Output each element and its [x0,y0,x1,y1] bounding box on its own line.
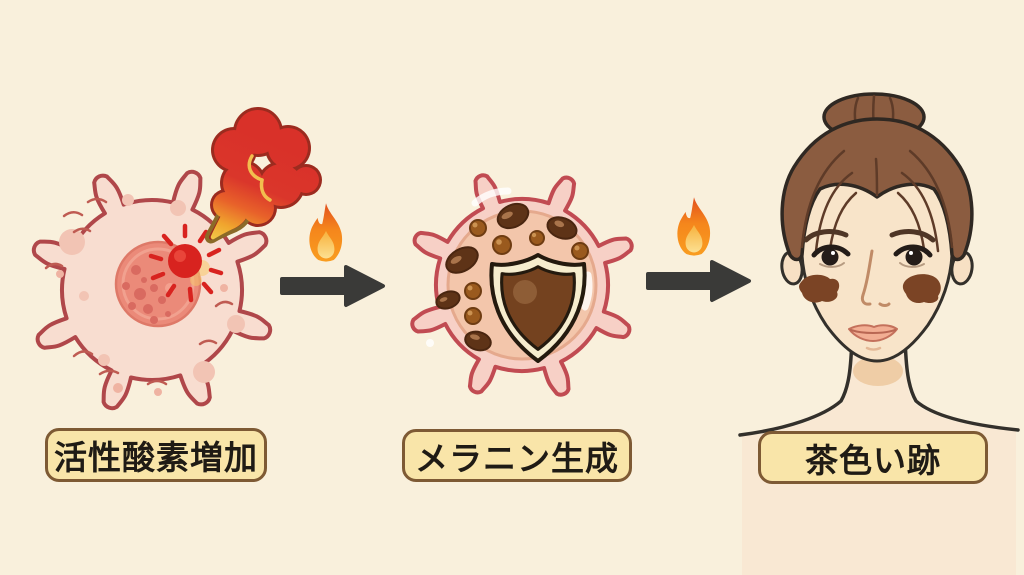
hair [780,92,974,262]
cytoplasm-texture [44,194,245,396]
facial-features [803,229,936,351]
red-smoke-cloud-icon [204,107,322,244]
step-label-reactive-oxygen: 活性酸素増加 [45,428,267,482]
mouth [848,324,898,351]
melanin-cell-illustration [410,173,634,397]
nose [860,249,891,307]
reactive-oxygen-burst-icon [148,223,224,303]
step-label-text: 活性酸素増加 [54,439,258,476]
flame-icon [671,193,717,266]
step-label-brown-marks: 茶色い跡 [758,431,988,484]
woman-face-illustration [738,92,1020,575]
cell-highlights [471,187,593,311]
arrow-right-icon [280,263,386,309]
melanin-granules [435,202,589,352]
flame-icon [303,199,349,272]
eyebrows [803,229,936,243]
step-label-text: 茶色い跡 [805,441,941,479]
eyes [811,244,933,268]
shield-icon [489,253,587,363]
step-label-text: メラニン生成 [415,439,619,477]
cheek-spots [799,274,941,304]
step-label-melanin: メラニン生成 [402,429,632,482]
